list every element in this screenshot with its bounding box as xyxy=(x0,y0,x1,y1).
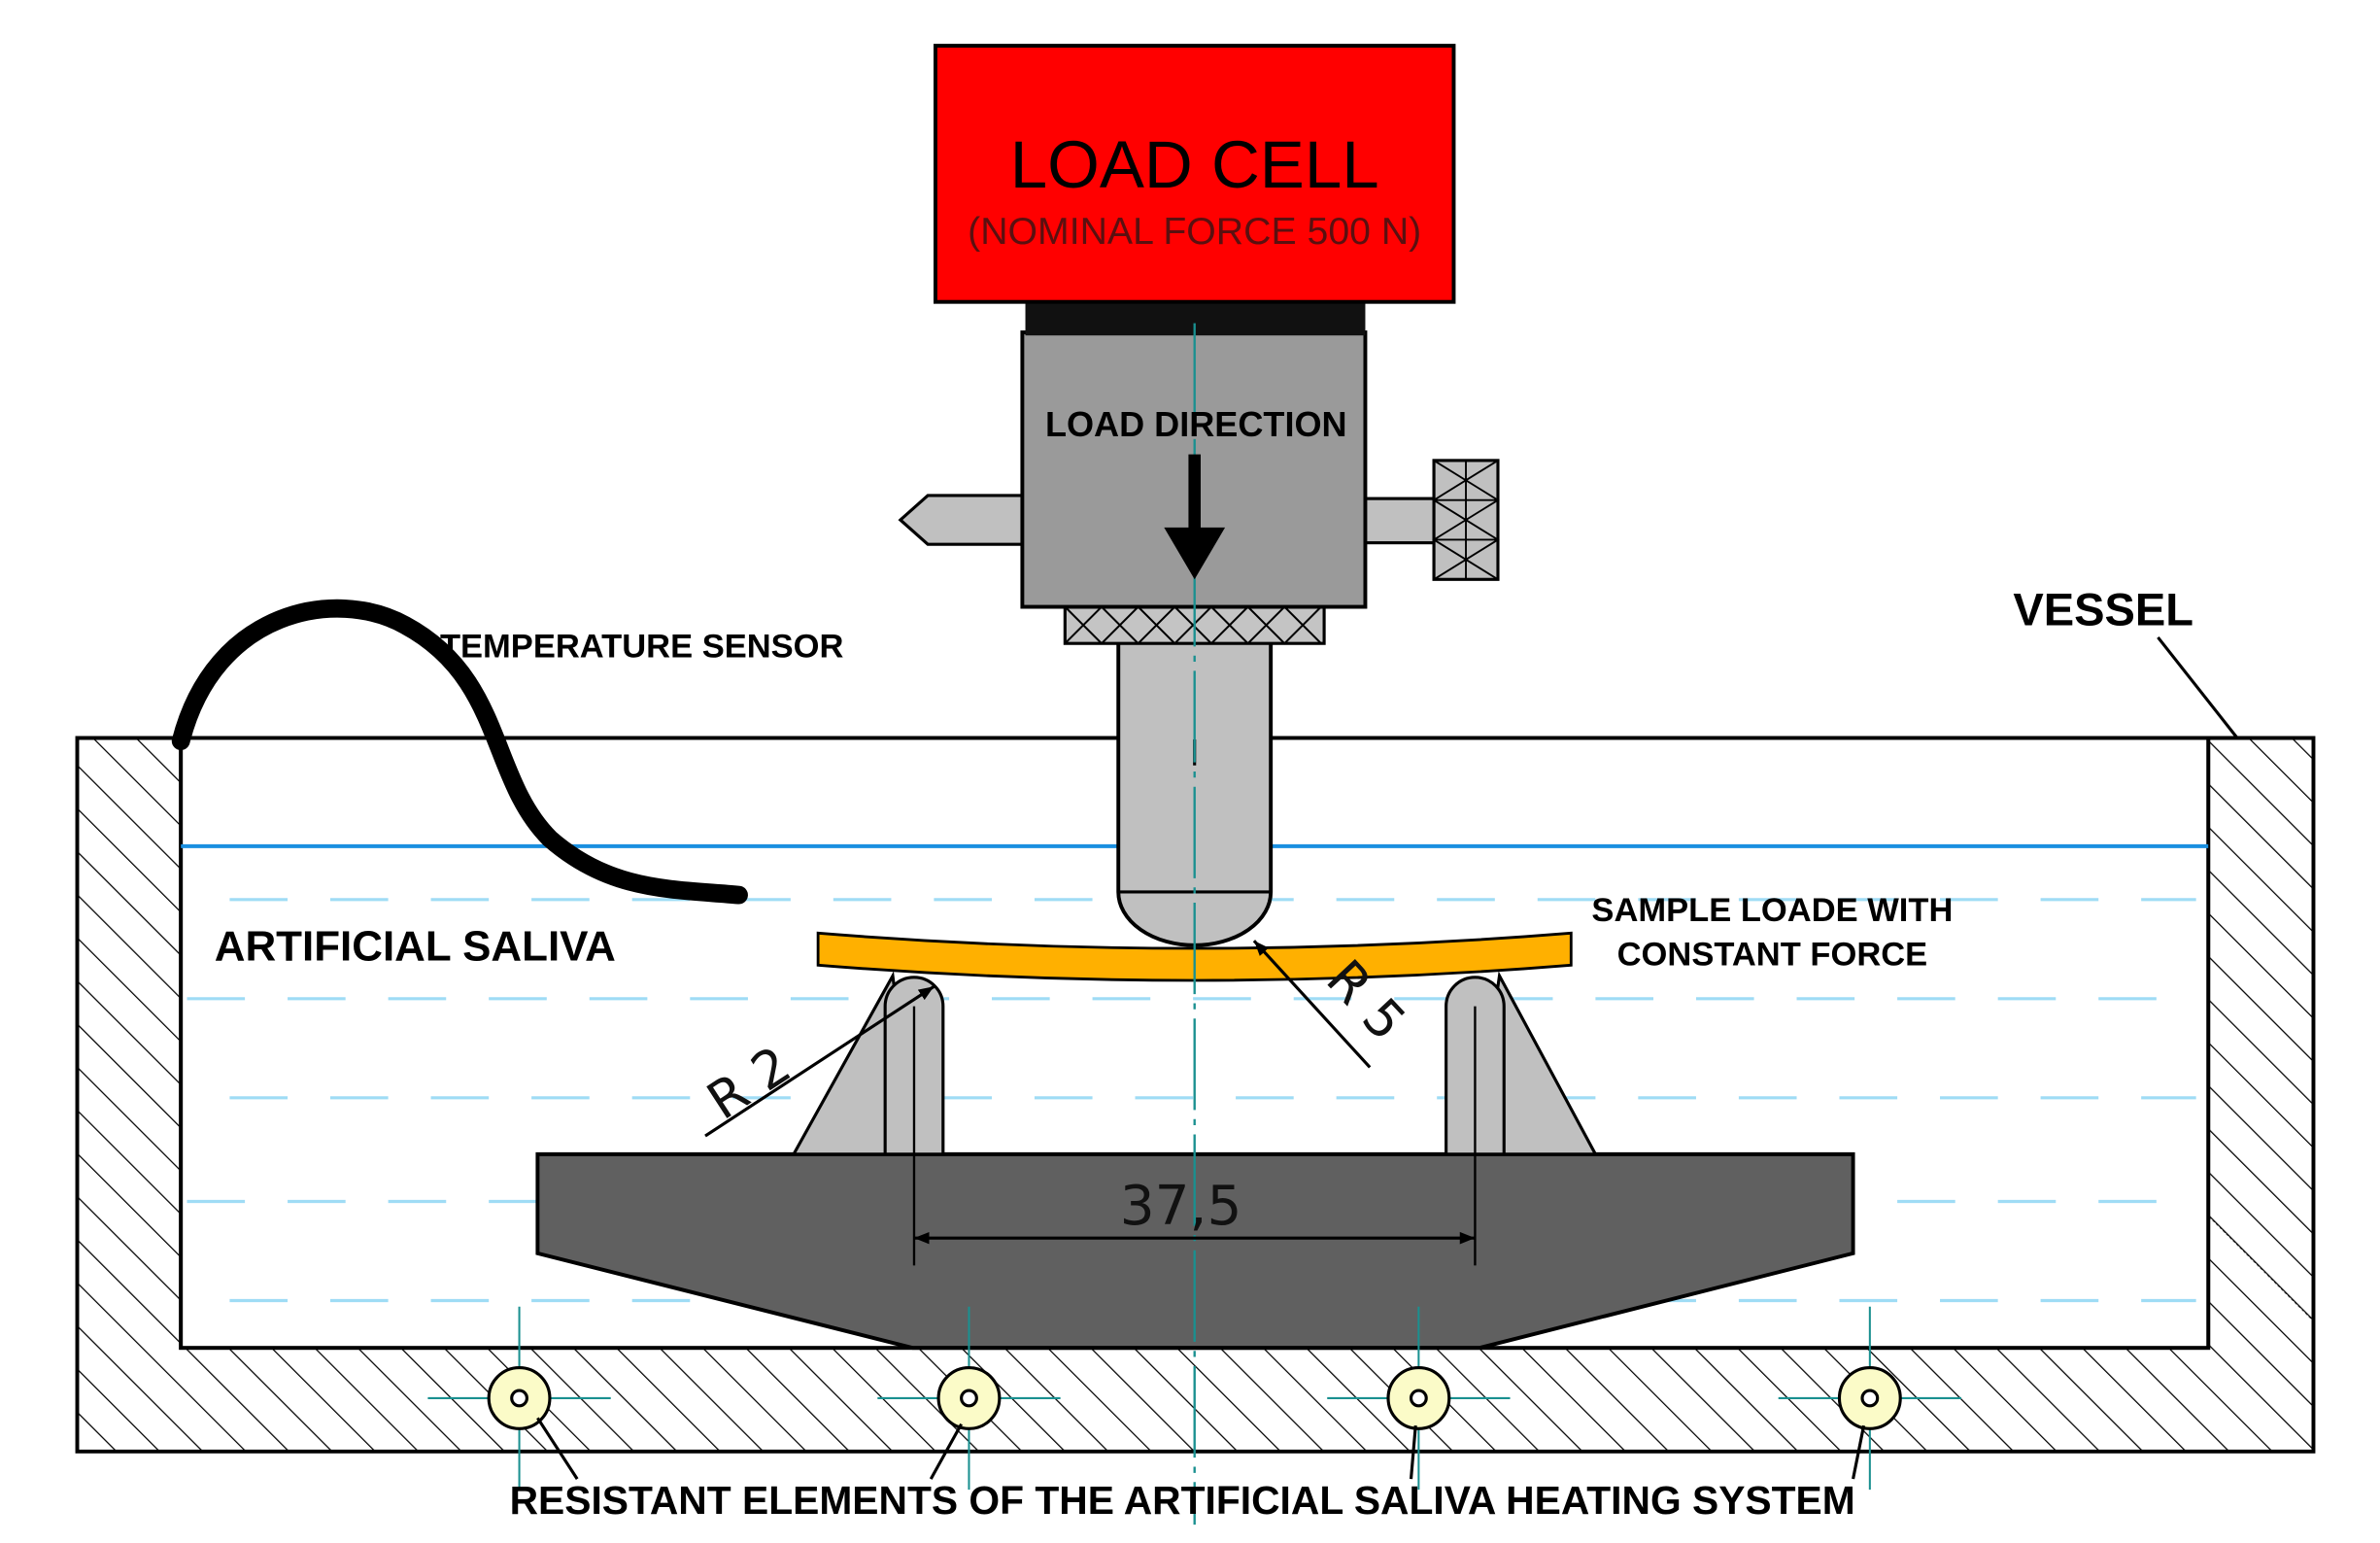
temperature-sensor-label: TEMPERATURE SENSOR xyxy=(440,628,844,665)
heating-system-label: RESISTANT ELEMENTS OF THE ARTIFICIAL SAL… xyxy=(510,1478,1855,1523)
heater-inner xyxy=(510,1389,528,1408)
heater-leaders xyxy=(536,1417,1866,1480)
heater-inner xyxy=(1409,1389,1428,1408)
vessel-leader xyxy=(2157,635,2239,739)
span-dimension-value: 37,5 xyxy=(1120,1175,1242,1238)
span-dimension: 37,5 xyxy=(912,1006,1477,1266)
temperature-sensor-cable xyxy=(171,599,748,905)
heater-leader xyxy=(1409,1425,1417,1480)
load-cell: LOAD CELL (NOMINAL FORCE 500 N) xyxy=(933,44,1456,304)
knurl-pattern xyxy=(1064,605,1322,645)
knurled-knob-icon xyxy=(1432,459,1500,581)
sample-label-line1: SAMPLE LOADE WITH xyxy=(1591,892,1953,929)
heater-leader xyxy=(929,1423,963,1480)
liquid-dash-lines xyxy=(187,898,2196,1303)
heating-elements xyxy=(427,1306,1961,1491)
load-cell-body xyxy=(933,44,1456,304)
sample-label-line2: CONSTANT FORCE xyxy=(1617,936,1928,973)
heater-inner xyxy=(960,1389,978,1408)
support-radius-leader xyxy=(704,984,935,1138)
heating-element xyxy=(427,1306,611,1491)
indenter-radius-leader xyxy=(1252,940,1372,1069)
arrow-head xyxy=(1164,527,1226,580)
knob-knurl-pattern xyxy=(1432,460,1500,581)
load-direction-label: LOAD DIRECTION xyxy=(1045,404,1347,444)
vessel-label: VESSEL xyxy=(2013,583,2193,634)
right-locking-pin xyxy=(1363,497,1436,545)
load-cell-subtitle: (NOMINAL FORCE 500 N) xyxy=(968,210,1421,253)
arrow-shaft xyxy=(1188,454,1201,531)
heating-element xyxy=(1778,1306,1961,1491)
heater-leader xyxy=(1852,1424,1866,1480)
left-locking-pin xyxy=(898,494,1024,546)
heater-inner xyxy=(1860,1389,1880,1408)
heating-element xyxy=(1327,1306,1511,1491)
heating-element xyxy=(877,1306,1061,1491)
artificial-saliva-label: ARTIFICIAL SALIVA xyxy=(215,923,616,971)
load-direction-arrow-icon xyxy=(1164,454,1226,580)
artificial-saliva-liquid xyxy=(181,843,2209,1303)
load-cell-title: LOAD CELL xyxy=(1010,126,1379,202)
heater-leader xyxy=(536,1417,579,1480)
